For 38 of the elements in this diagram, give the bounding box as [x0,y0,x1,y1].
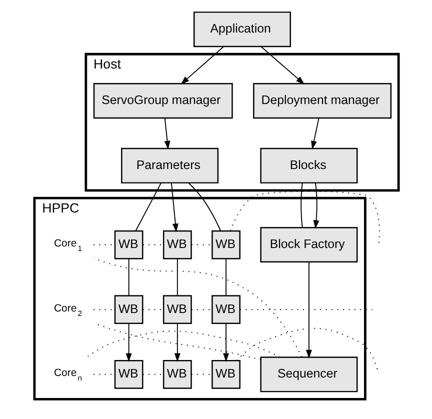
node-box: WB [162,360,192,389]
arrow [260,46,304,84]
node-box: WB [114,230,143,260]
arrow [174,323,180,362]
arrow [305,262,312,359]
node-text: Core$_{n}$ [53,368,82,383]
node-text: Core$_{1}$ [53,238,82,253]
connector [86,330,280,358]
connector [92,258,302,358]
connector [300,182,302,228]
arrow [222,323,229,362]
connector [134,182,162,232]
node-box: Deployment manager [252,83,392,119]
node-box: WB [211,230,240,260]
connector [188,182,221,232]
arrow [164,118,170,150]
node-box: Sequencer [260,356,358,392]
node-box: WB [162,230,192,260]
node-box: WB [114,295,143,324]
node-box: WB [211,295,240,324]
arrow [170,182,178,232]
node-box: WB [211,360,240,389]
node-box: WB [162,295,192,324]
connector [176,258,178,296]
node-box: ServoGroup manager [92,83,232,119]
node-box: Blocks [260,148,358,184]
node-box: WB [114,360,143,389]
arrow [180,46,224,84]
node-box: Block Factory [260,227,358,263]
connector [229,190,380,245]
node-text: Core$_{2}$ [53,303,82,318]
connector [128,258,129,296]
connector [225,258,226,296]
arrow [125,323,132,362]
arrow [312,182,319,229]
arrow [310,118,319,150]
node-box: Application [192,12,290,48]
node-box: Parameters [120,148,218,184]
